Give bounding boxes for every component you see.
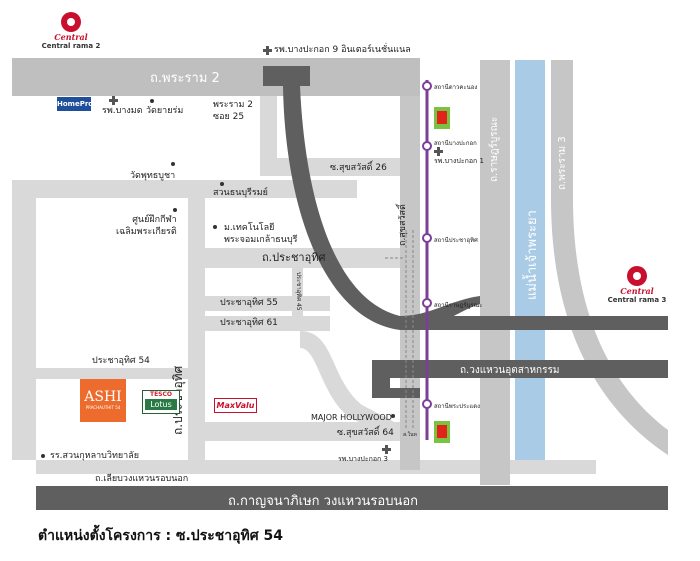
central-logo-rama2 [61, 12, 81, 32]
road-suksawat [400, 90, 420, 470]
label-pracha-uthit45: ประชาอุทิศ 45 [295, 272, 302, 311]
tesco-text: TESCO [149, 391, 173, 398]
label-wat-phutbucha: วัดพุทธบูชา [130, 171, 176, 181]
minor-roads [12, 95, 596, 474]
road-suksawat64 [205, 422, 400, 441]
label-rama2-soi25: พระราม 2 ซอย 25 [213, 100, 254, 122]
road-pracha-uthit54 [36, 368, 188, 379]
expressway-link [400, 296, 480, 330]
road-pracha-uthit45 [292, 266, 303, 316]
label-school-suankularb: รร.สวนกุหลาบวิทยาลัย [50, 451, 139, 461]
hospital-icon [434, 147, 443, 156]
label-station-1: สถานีดาวคะนอง [434, 84, 478, 91]
road-rat-burana [480, 60, 510, 485]
project-location-caption: ตำแหน่งตั้งโครงการ : ซ.ประชาอุทิศ 54 [38, 528, 283, 544]
station-phra-pradaeng [422, 399, 432, 409]
label-rat-burana: ถ.ราษฎร์บูรณะ [489, 116, 500, 182]
hospital-icon [263, 46, 272, 55]
central-rama2-name: Central rama 2 [41, 42, 101, 50]
tesco-lotus-logo: TESCO Lotus [142, 390, 180, 414]
lotus-text: Lotus [145, 399, 177, 410]
label-hospital-bangpakok1: รพ.บางปะกอก 1 [434, 157, 484, 165]
central-rama3-label: Central Central rama 3 [606, 286, 668, 305]
label-kanchanaphisek: ถ.กาญจนาภิเษก วงแหวนรอบนอก [228, 494, 419, 509]
label-suksawat26: ซ.สุขสวัสดิ์ 26 [330, 163, 387, 173]
ashi-sub: PRACHAUTHIT 54 [85, 405, 121, 410]
hospital-icon [382, 445, 391, 454]
label-ring-industrial: ถ.วงแหวนอุตสาหกรรม [460, 365, 560, 376]
ashi-name: ASHI [84, 389, 122, 405]
label-rama3: ถ.พระราม 3 [557, 136, 568, 190]
expressways [36, 66, 668, 510]
label-park-thonburirom: สวนธนบุรีรมย์ [213, 188, 268, 198]
station-dao-khanong [422, 81, 432, 91]
label-rama2: ถ.พระราม 2 [150, 71, 220, 86]
label-station-2: สถานีบางปะกอก [434, 140, 477, 147]
central-brand-text: Central [620, 286, 654, 296]
central-rama3-name: Central rama 3 [607, 296, 667, 304]
hospital-icons [109, 46, 443, 454]
label-suksawat64: ซ.สุขสวัสดิ์ 64 [337, 428, 394, 438]
road-pracha-uthit [205, 248, 405, 268]
label-pracha-uthit54: ประชาอุทิศ 54 [92, 356, 150, 366]
label-hospital-bangmod: รพ.บางมด [102, 106, 143, 116]
homepro-logo: HomePro [57, 97, 93, 111]
label-kmutt: ม.เทคโนโลยี พระจอมเกล้าธนบุรี [224, 223, 298, 245]
road-outer-ring-side [36, 460, 596, 474]
label-station-4: สถานีราษฎร์บูรณะ [434, 302, 483, 309]
maxvalu-logo: MaxValu [214, 398, 257, 413]
label-pracha-uthit: ถ.ประชาอุทิศ [262, 251, 326, 264]
road-light-left [12, 180, 36, 460]
label-station-3: สถานีประชาอุทิศ [434, 237, 478, 244]
label-training-center: ศูนย์ฝึกกีฬา เฉลิมพระเกียรติ [116, 215, 177, 237]
label-station-6: ส.ในท [403, 432, 417, 438]
bigc-markers [434, 107, 450, 443]
label-hospital-bangpakok3: รพ.บางปะกอก 3 [338, 455, 388, 463]
road-kanchanaphisek [36, 486, 668, 510]
station-pracha-uthit [422, 233, 432, 243]
label-station-5: สถานีพระประแดง [434, 403, 481, 410]
metro-stations [422, 81, 432, 409]
central-rama2-label: Central Central rama 2 [40, 32, 102, 51]
road-rama3 [551, 60, 573, 200]
hospital-icon [109, 96, 118, 105]
station-rat-burana [422, 298, 432, 308]
road-ring-loop [372, 360, 420, 398]
label-pracha-uthit55: ประชาอุทิศ 55 [220, 298, 278, 308]
central-brand-text: Central [54, 32, 88, 42]
road-pracha-uthit-vertical [188, 180, 205, 468]
label-major-hollywood: MAJOR HOLLYWOOD [311, 413, 392, 422]
place-dots [41, 99, 395, 458]
road-rama2 [12, 58, 420, 96]
label-bangpakok9: รพ.บางปะกอก 9 อินเตอร์เนชั่นแนล [274, 45, 411, 55]
label-pracha-uthit61: ประชาอุทิศ 61 [220, 318, 278, 328]
label-suksawat-road: ถ.สุขสวัสดิ์ [398, 204, 408, 246]
dashed-routes [385, 230, 414, 430]
label-outer-ring-side: ถ.เลียบวงแหวนรอบนอก [95, 474, 189, 484]
road-rama2-soi25 [260, 95, 277, 163]
label-wat-yairom: วัดยายร่ม [146, 106, 184, 116]
chao-phraya-river [515, 60, 545, 460]
road-pracha-uthit61 [205, 316, 330, 331]
label-chao-phraya: แม่น้ำเจ้าพระยา [525, 210, 540, 300]
central-logo-rama3 [627, 266, 647, 286]
road-ring-industrial [372, 360, 668, 378]
station-bang-pakok [422, 141, 432, 151]
road-light-180 [12, 180, 357, 198]
ashi-logo: ASHI PRACHAUTHIT 54 [80, 379, 126, 422]
road-curve-light [300, 331, 400, 440]
